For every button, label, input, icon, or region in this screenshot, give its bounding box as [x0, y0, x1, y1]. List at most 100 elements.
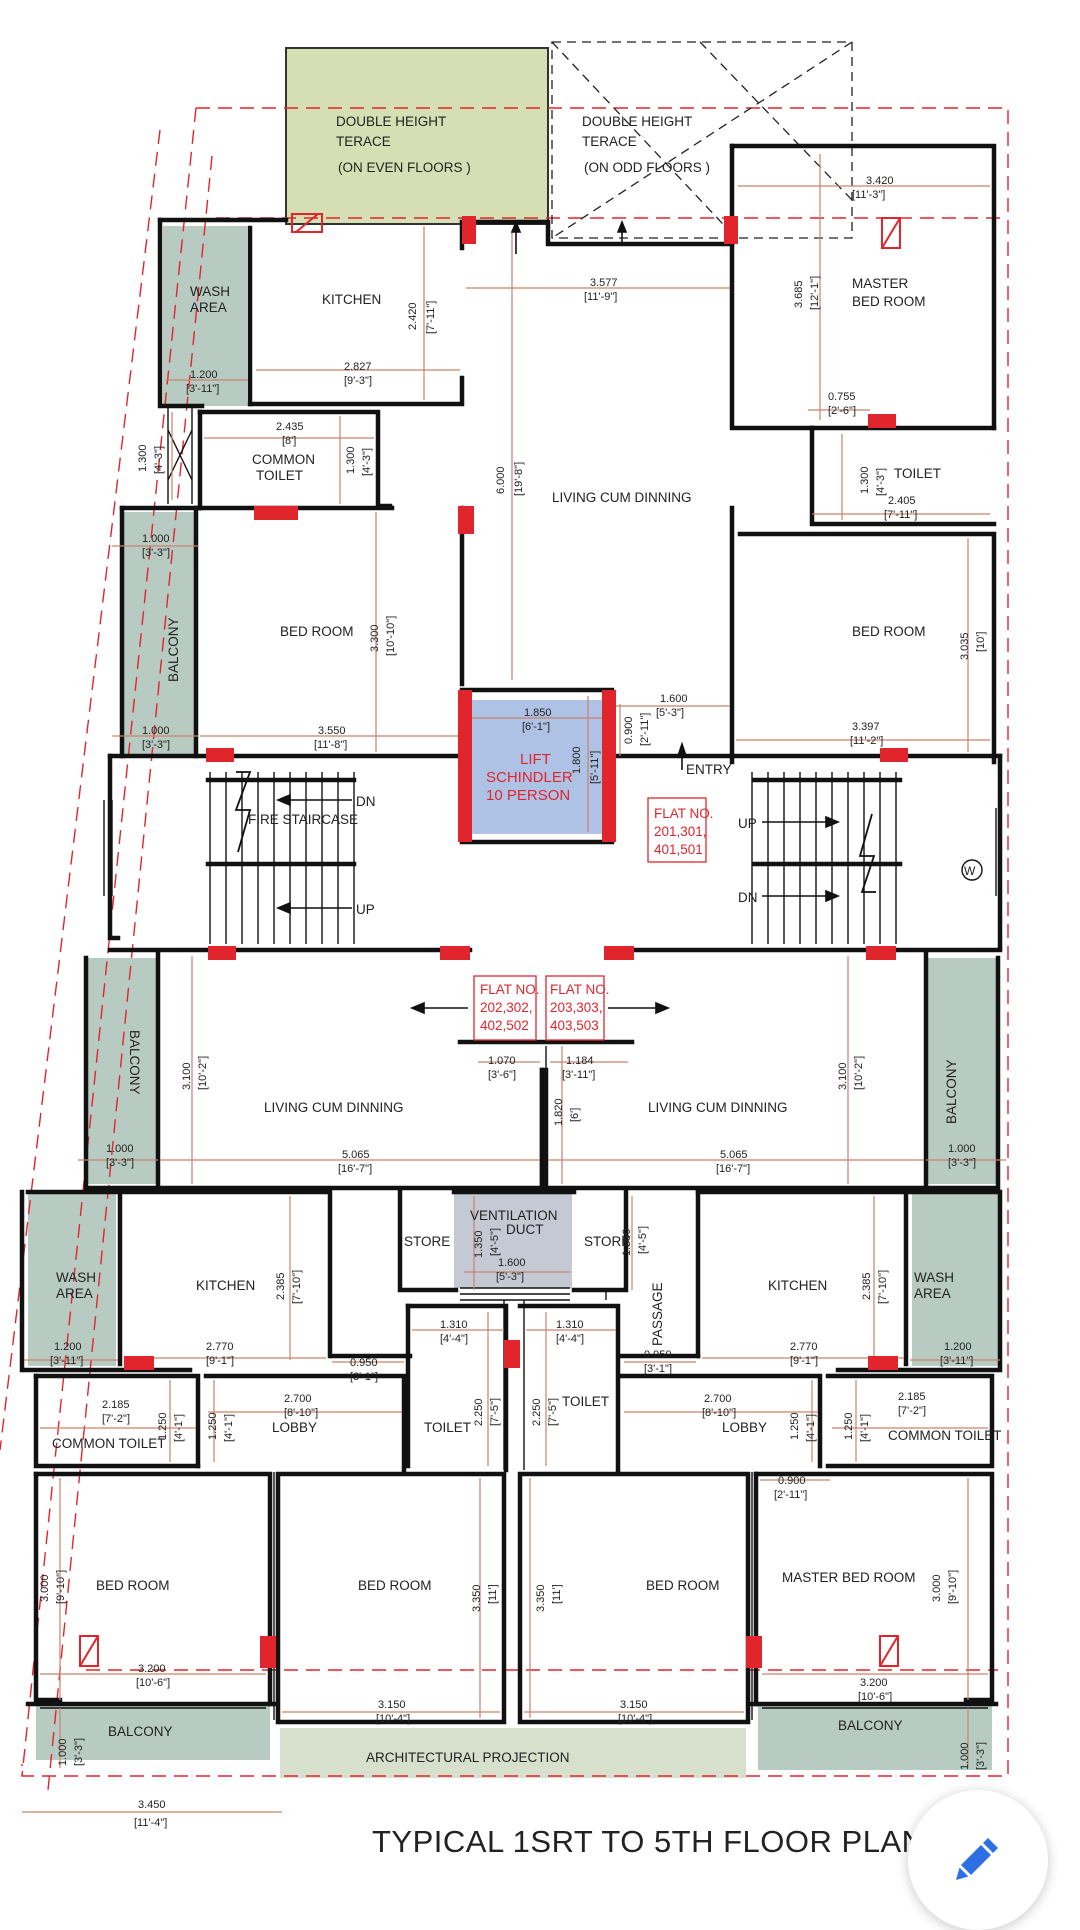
- dim-16-ft: [10']: [975, 632, 987, 652]
- flat-top-line2: 201,301,: [654, 824, 707, 839]
- wash-area-br-line1: WASH: [914, 1270, 954, 1285]
- dim-10-ft: [4'-3"]: [361, 448, 373, 476]
- store-r: STORE: [584, 1234, 630, 1249]
- flat-top-line3: 401,501: [654, 842, 703, 857]
- arrows: [275, 219, 841, 1015]
- dim-43-m: 0.950: [644, 1349, 672, 1361]
- dim-49-m: 2.250: [531, 1398, 543, 1426]
- dim-23-ft: [11'-2"]: [850, 735, 883, 747]
- flat-mid-l-line2: 202,302,: [480, 1000, 533, 1015]
- dim-36-ft: [7'-10"]: [291, 1270, 303, 1304]
- dim-07-m: 0.755: [828, 391, 856, 403]
- dim-41-ft: [9'-1"]: [206, 1355, 234, 1367]
- dim-56-m: 0.900: [778, 1475, 806, 1487]
- dim-35-ft: [5'-3"]: [496, 1271, 524, 1283]
- dim-53-ft: [4'-1"]: [223, 1414, 235, 1442]
- flat-mid-l-line3: 402,502: [480, 1018, 529, 1033]
- fills: [28, 47, 1000, 1778]
- dim-02-m: 3.577: [590, 277, 618, 289]
- column-markers: [79, 213, 901, 1667]
- dim-67-ft: [11'-4"]: [134, 1817, 167, 1829]
- dim-33-ft: [4'-5"]: [489, 1228, 501, 1256]
- dim-42-m: 0.950: [350, 1357, 378, 1369]
- lobby-r: LOBBY: [722, 1420, 767, 1435]
- dim-03-m: 2.420: [407, 302, 419, 330]
- dim-58-ft: [11']: [487, 1584, 499, 1604]
- dim-15-ft: [10'-10"]: [385, 616, 397, 656]
- dim-51-ft: [7'-2"]: [898, 1405, 926, 1417]
- balcony-l: BALCONY: [166, 617, 181, 682]
- dim-59-m: 3.350: [535, 1584, 547, 1612]
- bed-bc2: BED ROOM: [646, 1578, 720, 1593]
- wash-area-tl-line1: WASH: [190, 284, 230, 299]
- dim-06-m: 2.827: [344, 361, 372, 373]
- bed-room-l: BED ROOM: [280, 624, 354, 639]
- terrace-even-line3: (ON EVEN FLOORS ): [338, 160, 471, 175]
- dim-29-m: 1.000: [106, 1143, 134, 1155]
- store-l: STORE: [404, 1234, 450, 1249]
- dim-29-ft: [3'-3"]: [106, 1157, 134, 1169]
- dim-62-ft: [10'-4"]: [376, 1713, 410, 1725]
- dim-30-ft: [16'-7"]: [338, 1163, 372, 1175]
- dim-37-m: 2.385: [861, 1272, 873, 1300]
- dim-64-m: 3.200: [860, 1677, 888, 1689]
- dim-09-m: 1.300: [137, 444, 149, 472]
- dimension-labels: 3.420 [11'-3"] 3.577 [11'-9"] 2.420 [7'-…: [39, 175, 987, 1829]
- dim-45-ft: [3'-11"]: [940, 1355, 973, 1367]
- dim-61-m: 3.200: [138, 1663, 166, 1675]
- dim-51-m: 2.185: [898, 1391, 926, 1403]
- dn-right: DN: [738, 890, 758, 905]
- walls: [19, 143, 1003, 1725]
- wash-area-tl-fill: [163, 226, 247, 406]
- dim-37-ft: [7'-10"]: [877, 1270, 889, 1304]
- dim-32-m: 1.000: [948, 1143, 976, 1155]
- dim-52-ft: [4'-1"]: [173, 1414, 185, 1442]
- dim-08-m: 2.435: [276, 421, 304, 433]
- dim-47-m: 2.700: [284, 1393, 312, 1405]
- terrace-odd-line3: (ON ODD FLOORS ): [584, 160, 710, 175]
- dim-41-m: 2.770: [206, 1341, 234, 1353]
- dim-22-m: 0.900: [623, 716, 635, 744]
- dim-35-m: 1.600: [498, 1257, 526, 1269]
- dim-66-m: 1.000: [959, 1742, 971, 1770]
- dim-03-ft: [7'-11"]: [425, 301, 437, 334]
- dim-02-ft: [11'-9"]: [584, 291, 617, 303]
- dim-07-ft: [2'-6"]: [828, 405, 856, 417]
- wash-area-bl-line2: AREA: [56, 1286, 93, 1301]
- bed-room-r: BED ROOM: [852, 624, 926, 639]
- dim-53-m: 1.250: [207, 1412, 219, 1440]
- bed-bc1: BED ROOM: [358, 1578, 432, 1593]
- balcony-l-fill: [122, 512, 194, 756]
- dim-17-m: 1.850: [524, 707, 552, 719]
- edit-button[interactable]: [908, 1790, 1048, 1930]
- dim-38-ft: [4'-4"]: [440, 1333, 468, 1345]
- dim-42-ft: [3'-1"]: [350, 1371, 378, 1383]
- wash-area-tl-line2: AREA: [190, 300, 227, 315]
- dim-66-ft: [3'-3"]: [975, 1742, 987, 1770]
- dim-24-ft: [3'-6"]: [488, 1069, 516, 1081]
- dim-01-m: 3.420: [866, 175, 894, 187]
- dim-50-ft: [8'-10"]: [702, 1407, 736, 1419]
- kitchen-bl: KITCHEN: [196, 1278, 255, 1293]
- dim-15-m: 3.300: [369, 624, 381, 652]
- dim-54-ft: [4'-1"]: [805, 1414, 817, 1442]
- site-boundary: [0, 107, 1009, 1791]
- common-toilet-l-line2: TOILET: [256, 468, 303, 483]
- dim-27-m: 3.100: [837, 1062, 849, 1090]
- terrace-even-line2: TERACE: [336, 134, 391, 149]
- flat-mid-r-line2: 203,303,: [550, 1000, 603, 1015]
- flat-mid-r-line1: FLAT NO.: [550, 982, 610, 997]
- toilet-br: TOILET: [562, 1394, 609, 1409]
- lobby-l: LOBBY: [272, 1420, 317, 1435]
- dim-05-ft: [3'-11"]: [186, 383, 219, 395]
- dim-04-m: 3.685: [793, 280, 805, 308]
- dim-05-m: 1.200: [190, 369, 218, 381]
- dim-22-ft: [2'-11"]: [639, 713, 651, 746]
- dim-45-m: 1.200: [944, 1341, 972, 1353]
- dim-06-ft: [9'-3"]: [344, 375, 372, 387]
- dim-49-ft: [7'-5"]: [547, 1398, 559, 1426]
- dim-58-m: 3.350: [471, 1584, 483, 1612]
- common-toilet-br: COMMON TOILET: [888, 1428, 1002, 1443]
- terrace-odd: [551, 41, 853, 239]
- dim-60-ft: [9'-10"]: [947, 1570, 959, 1604]
